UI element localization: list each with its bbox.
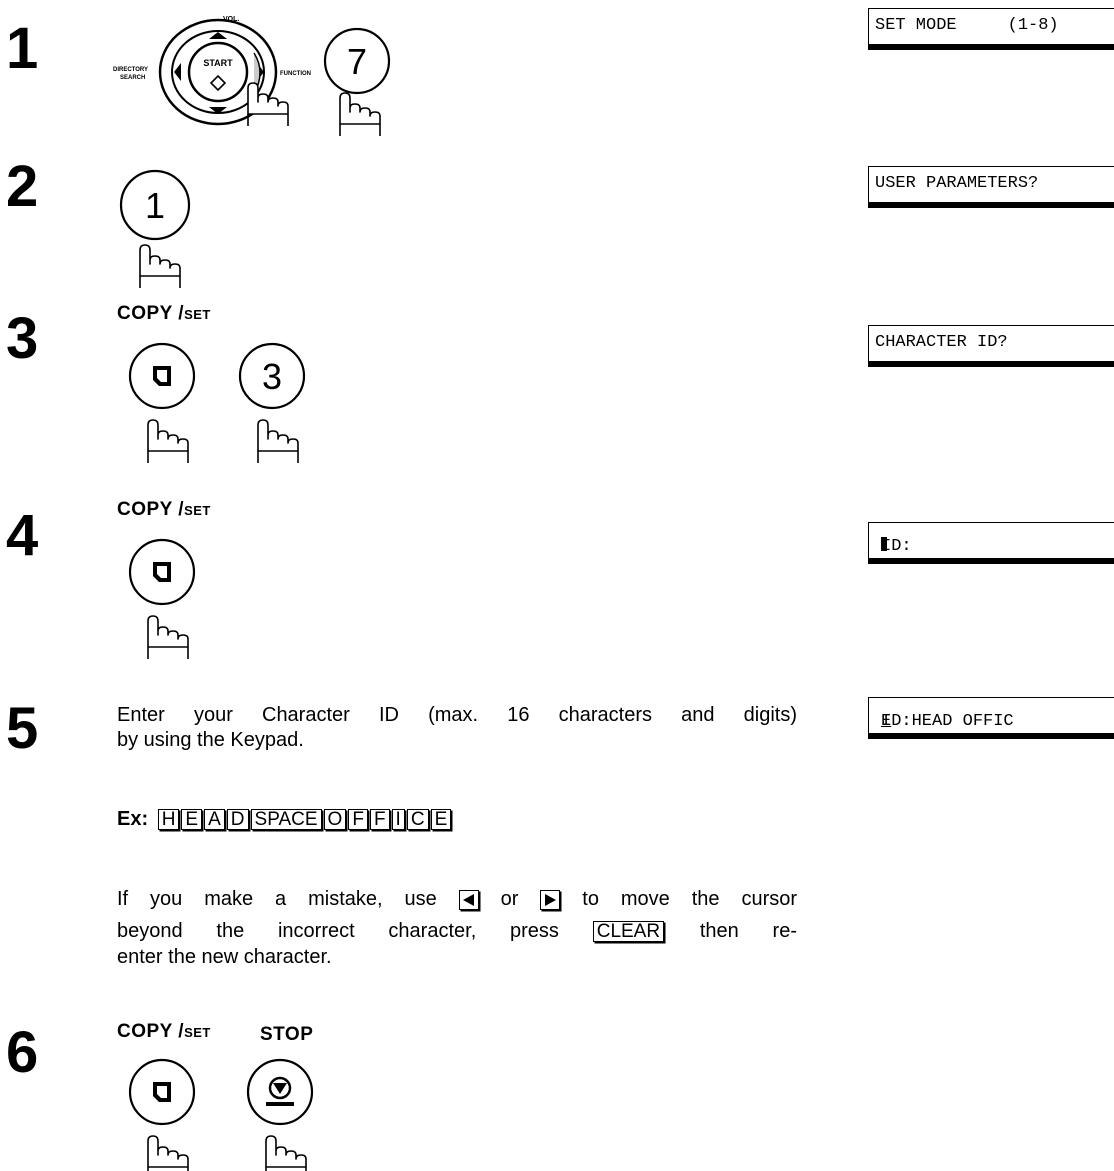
step-number: 3	[6, 310, 38, 368]
step-number: 1	[6, 20, 38, 78]
copy-set-key-icon	[120, 340, 220, 465]
example-key: O	[324, 809, 347, 830]
example-key: A	[204, 809, 225, 830]
lcd-display: CHARACTER ID?	[868, 325, 1114, 367]
svg-text:7: 7	[347, 41, 367, 82]
stop-label: STOP	[260, 1024, 313, 1046]
example-key: E	[431, 809, 452, 830]
copy-set-key-icon	[120, 536, 220, 661]
step-number: 4	[6, 507, 38, 565]
copy-set-label: COPY /SET	[117, 1021, 211, 1043]
example-key: I	[392, 809, 405, 830]
navigation-dial-icon: START VOL. DIRECTORY SEARCH FUNCTION	[110, 8, 330, 140]
svg-text:DIRECTORY: DIRECTORY	[113, 67, 148, 73]
svg-text:SEARCH: SEARCH	[120, 75, 145, 81]
lcd-display: SET MODE (1-8)	[868, 8, 1114, 50]
left-arrow-key-icon	[459, 890, 479, 910]
lcd-display: USER PARAMETERS?	[868, 166, 1114, 208]
svg-text:FUNCTION: FUNCTION	[280, 71, 311, 77]
example-key: SPACE	[251, 809, 322, 830]
svg-text:3: 3	[262, 356, 282, 397]
svg-text:VOL.: VOL.	[223, 16, 239, 23]
example-key: F	[370, 809, 390, 830]
step-number: 6	[6, 1024, 38, 1082]
copy-set-key-icon	[120, 1056, 220, 1171]
key-1-icon: 1	[110, 160, 210, 290]
copy-set-label: COPY /SET	[117, 303, 211, 325]
clear-key: CLEAR	[593, 921, 664, 942]
key-3-icon: 3	[230, 340, 330, 465]
example-key: C	[407, 809, 429, 830]
stop-key-icon	[238, 1056, 338, 1171]
step5-instruction: Enter your Character ID (max. 16 charact…	[117, 703, 797, 753]
cursor-block	[881, 537, 887, 551]
svg-text:START: START	[203, 58, 233, 68]
right-arrow-key-icon	[540, 890, 560, 910]
step-number: 2	[6, 158, 38, 216]
mistake-instruction: If you make a mistake, use or to move th…	[117, 882, 797, 968]
example-key: D	[227, 809, 249, 830]
example-key: H	[158, 809, 180, 830]
lcd-display: ID:	[868, 522, 1114, 564]
key-7-icon: 7	[320, 26, 400, 140]
example-key: E	[181, 809, 202, 830]
copy-set-label: COPY /SET	[117, 499, 211, 521]
example-key: F	[348, 809, 368, 830]
step-number: 5	[6, 700, 38, 758]
svg-text:1: 1	[145, 185, 165, 226]
